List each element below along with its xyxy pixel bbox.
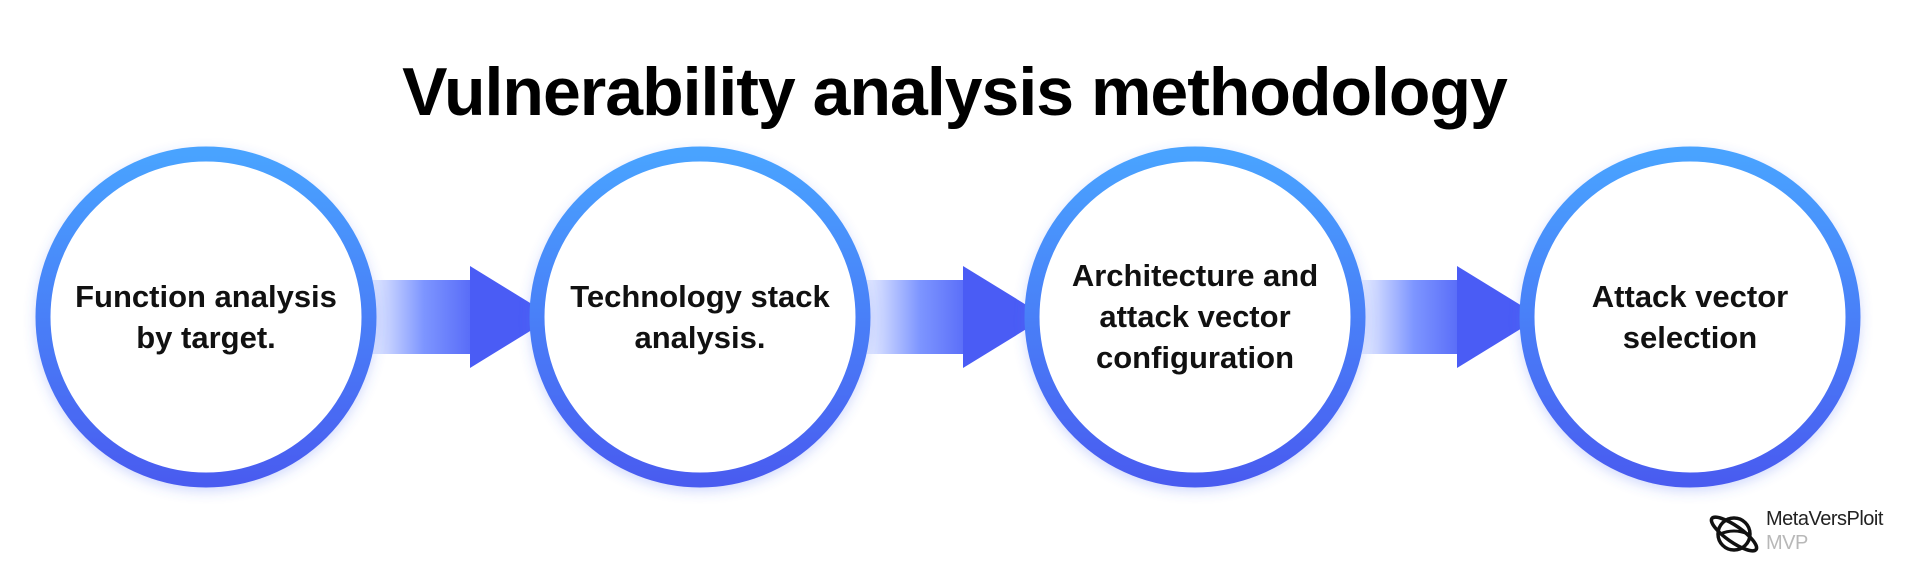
arrow-1 [370,266,553,368]
step-label-4: Attack vector selection [1591,279,1789,355]
step-label-3: Architecture and attack vector configura… [1071,258,1319,375]
step-circle-4 [1519,146,1861,488]
page-title: Vulnerability analysis methodology [402,53,1508,130]
planet-ring-logo-icon [1709,515,1759,553]
logo-sub: MVP [1766,532,1808,554]
step-circle-1 [35,146,377,488]
step-circle-2 [529,146,871,488]
step-label-1: Function analysis by target. [75,279,337,355]
step-circle-3 [1024,146,1366,488]
arrow-3 [1362,266,1540,368]
step-label-2: Technology stack analysis. [570,279,830,355]
brand-logo: MetaVersPloit MVP [1706,500,1906,568]
arrow-2 [866,266,1046,368]
logo-name: MetaVersPloit [1766,508,1883,530]
